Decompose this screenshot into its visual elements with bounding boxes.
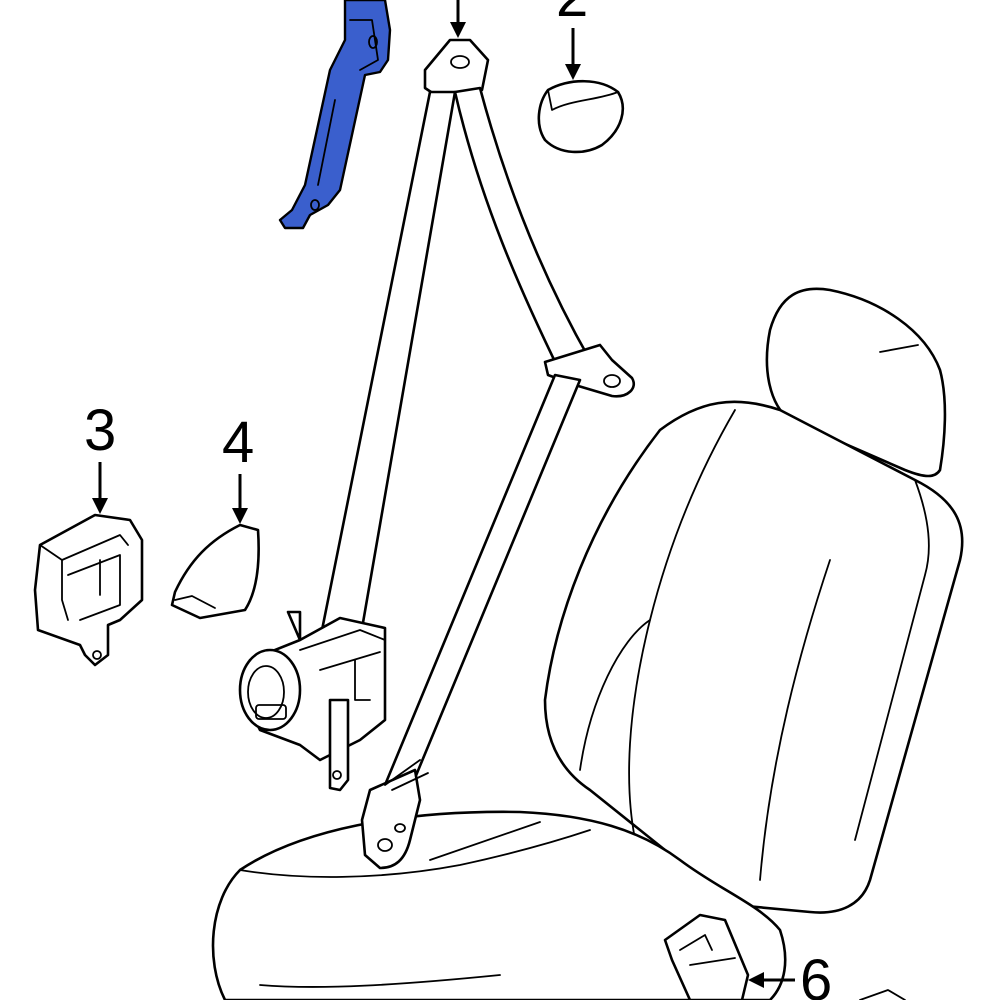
retractor — [238, 610, 387, 792]
callout-2-label: 2 — [556, 0, 588, 29]
callout-labels: 2 3 4 6 1 — [84, 0, 832, 1000]
upper-anchor-plate — [423, 38, 490, 100]
callout-3-label: 3 — [84, 398, 116, 463]
part-3-trim-cover — [33, 513, 144, 667]
callout-4-label: 4 — [222, 410, 254, 475]
belt-guide-loop — [543, 343, 635, 398]
lower-anchor-plate — [360, 768, 422, 870]
part-4-cover — [170, 523, 260, 620]
callout-6-label: 6 — [800, 948, 832, 1000]
callout-1-label: 1 — [442, 0, 474, 7]
seat-belt-assembly — [238, 38, 635, 870]
height-adjuster-bracket — [278, 0, 392, 230]
part-2-cover-cap — [537, 79, 625, 154]
seat-illustration — [211, 287, 964, 1000]
part-6-buckle — [663, 913, 906, 1000]
